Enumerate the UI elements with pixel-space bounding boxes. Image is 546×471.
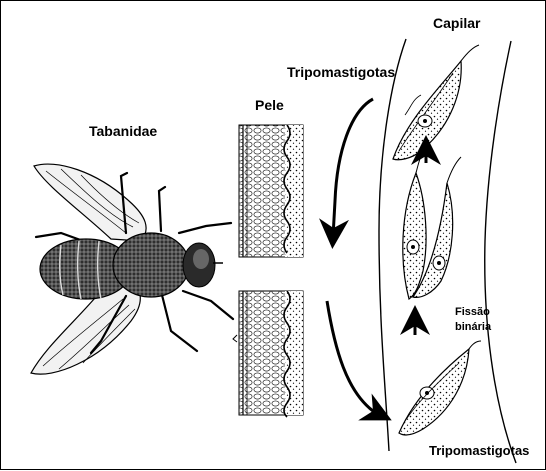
trypomastigote-top <box>393 45 479 160</box>
label-tripomastigotas-bottom: Tripomastigotas <box>429 443 529 458</box>
label-capilar: Capilar <box>433 15 480 31</box>
skin-section-illustration <box>233 125 303 417</box>
trypomastigote-bottom <box>399 341 481 435</box>
label-tabanidae: Tabanidae <box>89 123 157 139</box>
fly-upper-wing <box>34 164 146 241</box>
tabanid-fly-illustration <box>31 164 233 374</box>
label-fissao-line2: binária <box>455 320 491 335</box>
label-pele: Pele <box>255 97 284 113</box>
label-fissao-line1: Fissão <box>455 305 491 320</box>
arrow-skin-to-capillary <box>327 301 381 415</box>
arrow-capillary-to-skin <box>333 99 373 237</box>
label-fissao-binaria: Fissão binária <box>455 305 491 335</box>
label-tripomastigotas-top: Tripomastigotas <box>287 64 395 80</box>
trypomastigote-dividing <box>403 147 461 299</box>
fly-thorax <box>113 233 189 297</box>
